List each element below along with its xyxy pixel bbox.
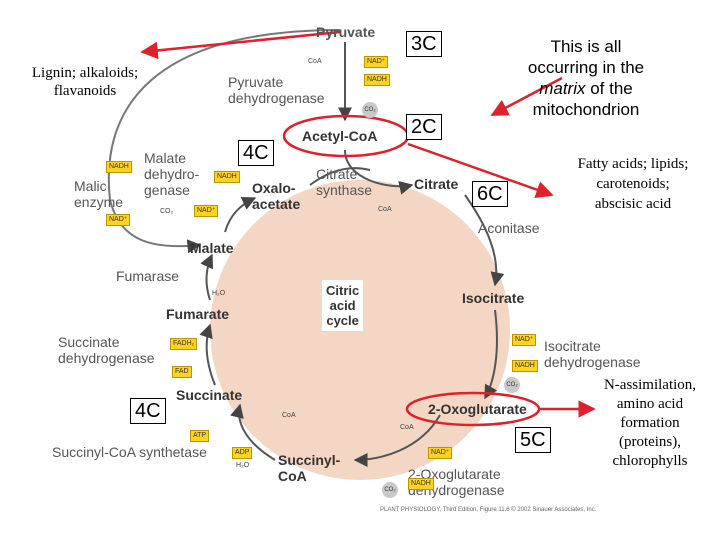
- matrix-note: This is all occurring in the matrix of t…: [498, 36, 674, 120]
- citric-acid-cycle-label: Citric acid cycle: [322, 280, 364, 331]
- aconitase-label: Aconitase: [478, 220, 540, 236]
- matrix-note-line-2: occurring in the: [527, 58, 645, 77]
- nadh-mdh-tag: NADH: [214, 171, 240, 183]
- nad-pdh-tag: NAD⁺: [364, 56, 389, 68]
- succinate-dehydrogenase-label-1: Succinate: [58, 334, 120, 350]
- cycle-label-line-1: Citric: [326, 283, 360, 298]
- pyruvate-dehydrogenase-label-2: dehydrogenase: [228, 90, 325, 106]
- h2o-succinyl-label: H₂O: [236, 462, 250, 469]
- malic-enzyme-label-1: Malic: [74, 178, 107, 194]
- oxaloacetate-label-2: acetate: [252, 196, 301, 212]
- oxaloacetate-label-1: Oxalo-: [252, 180, 296, 196]
- succinate-label: Succinate: [176, 387, 243, 403]
- succinylcoa-to-succinate-arrow: [230, 403, 276, 461]
- fad-tag: FAD: [172, 366, 192, 378]
- carbon-count-2c: 2C: [406, 114, 442, 140]
- co2-pdh-bubble: CO₂: [362, 102, 378, 118]
- cycle-label-line-2: acid: [329, 298, 356, 313]
- isocitrate-dehydrogenase-label-2: dehydrogenase: [544, 354, 641, 370]
- fatty-acids-note-line-1: Fatty acids; lipids;: [577, 156, 689, 172]
- matrix-note-of-the: of the: [585, 79, 633, 98]
- coa-pyruvate-label: CoA: [308, 58, 322, 65]
- citrate-label: Citrate: [414, 176, 459, 192]
- lignin-note-line-2: flavanoids: [53, 83, 117, 99]
- pyruvate-dehydrogenase-label-1: Pyruvate: [228, 74, 284, 90]
- malate-label: Malate: [190, 240, 234, 256]
- malate-dehydrogenase-label-3: genase: [144, 182, 190, 198]
- malic-enzyme-label-2: enzyme: [74, 194, 124, 210]
- succinylcoa-synthetase-label: Succinyl-CoA synthetase: [52, 444, 207, 460]
- n-assimilation-note-line-4: (proteins),: [618, 434, 682, 450]
- fatty-acids-note-line-2: carotenoids;: [596, 176, 670, 192]
- pyruvate-to-lignin-red-arrow: [140, 30, 341, 60]
- fatty-acids-note: Fatty acids; lipids; carotenoids; abscis…: [548, 154, 718, 214]
- matrix-note-line-4: mitochondrion: [532, 100, 640, 119]
- oxaloacetate-to-citrate-arrow: [309, 167, 371, 186]
- h2o-fumarase-label: H₂O: [212, 290, 226, 297]
- cycle-label-line-3: cycle: [326, 313, 359, 328]
- adp-tag: ADP: [232, 447, 253, 459]
- n-assimilation-note-line-5: chlorophylls: [612, 453, 688, 469]
- acetylcoa-to-citrate-arrow: [344, 149, 414, 195]
- fumarate-to-malate-arrow: [200, 253, 214, 301]
- lignin-note-line-1: Lignin; alkaloids;: [31, 65, 139, 81]
- oxoglutarate-to-succinylcoa-arrow: [353, 414, 441, 467]
- nad-idh-tag: NAD⁺: [512, 334, 537, 346]
- fumarase-label: Fumarase: [116, 268, 180, 284]
- citrate-synthase-label-1: Citrate: [316, 166, 358, 182]
- succinate-to-fumarate-arrow: [199, 323, 216, 386]
- nadh-idh-tag: NADH: [512, 360, 538, 372]
- carbon-count-4c-bottom: 4C: [130, 398, 166, 424]
- carbon-count-3c: 3C: [406, 31, 442, 57]
- oxoglutarate-highlight-oval: [405, 391, 541, 427]
- atp-tag: ATP: [190, 430, 210, 442]
- nad-mdh-tag: NAD⁺: [194, 205, 219, 217]
- nad-malic-tag: NAD⁺: [106, 214, 131, 226]
- nadh-malic-tag: NADH: [106, 161, 132, 173]
- malate-dehydrogenase-label-1: Malate: [144, 150, 187, 166]
- succinylcoa-label-1: Succinyl-: [278, 452, 341, 468]
- coa-succinyl-label: CoA: [282, 412, 296, 419]
- n-assimilation-note-line-1: N-assimilation,: [603, 377, 697, 393]
- pyruvate-label: Pyruvate: [316, 24, 376, 40]
- coa-ogdh-label: CoA: [400, 424, 414, 431]
- lignin-note: Lignin; alkaloids; flavanoids: [10, 64, 160, 100]
- nad-ogdh-tag: NAD⁺: [428, 447, 453, 459]
- coa-citrate-synthase-label: CoA: [378, 206, 392, 213]
- succinylcoa-label-2: CoA: [278, 468, 307, 484]
- co2-ogdh-bubble: CO₂: [382, 482, 398, 498]
- matrix-note-line-1: This is all: [550, 37, 622, 56]
- oxoglutarate-label: 2-Oxoglutarate: [428, 401, 527, 417]
- n-assimilation-note-line-3: formation: [620, 415, 680, 431]
- matrix-note-red-arrow: [490, 76, 563, 117]
- n-assimilation-note: N-assimilation, amino acid formation (pr…: [584, 376, 716, 471]
- matrix-note-italic: matrix: [539, 79, 586, 98]
- figure-credit: PLANT PHYSIOLOGY, Third Edition, Figure …: [380, 507, 597, 513]
- fumarate-label: Fumarate: [166, 306, 230, 322]
- nadh-ogdh-tag: NADH: [408, 478, 434, 490]
- matrix-note-line-3: matrix of the: [498, 78, 674, 99]
- malate-to-oxaloacetate-arrow: [224, 196, 257, 233]
- isocitrate-dehydrogenase-label-1: Isocitrate: [544, 338, 601, 354]
- fadh2-tag: FADH₂: [170, 338, 198, 350]
- isocitrate-label: Isocitrate: [462, 290, 525, 306]
- co2-idh-bubble: CO₂: [504, 377, 520, 393]
- co2-malic-label: CO₂: [160, 208, 174, 215]
- succinate-dehydrogenase-label-2: dehydrogenase: [58, 350, 155, 366]
- fatty-acids-note-line-3: abscisic acid: [594, 196, 672, 212]
- malate-dehydrogenase-label-2: dehydro-: [144, 166, 200, 182]
- carbon-count-4c-top: 4C: [238, 140, 274, 166]
- citrate-synthase-label-2: synthase: [316, 182, 373, 198]
- acetylcoa-label: Acetyl-CoA: [302, 128, 378, 144]
- n-assimilation-note-line-2: amino acid: [616, 396, 684, 412]
- acetylcoa-to-fatty-acids-red-arrow: [407, 142, 554, 198]
- carbon-count-5c: 5C: [515, 427, 551, 453]
- nadh-pdh-tag: NADH: [364, 74, 390, 86]
- carbon-count-6c: 6C: [472, 181, 508, 207]
